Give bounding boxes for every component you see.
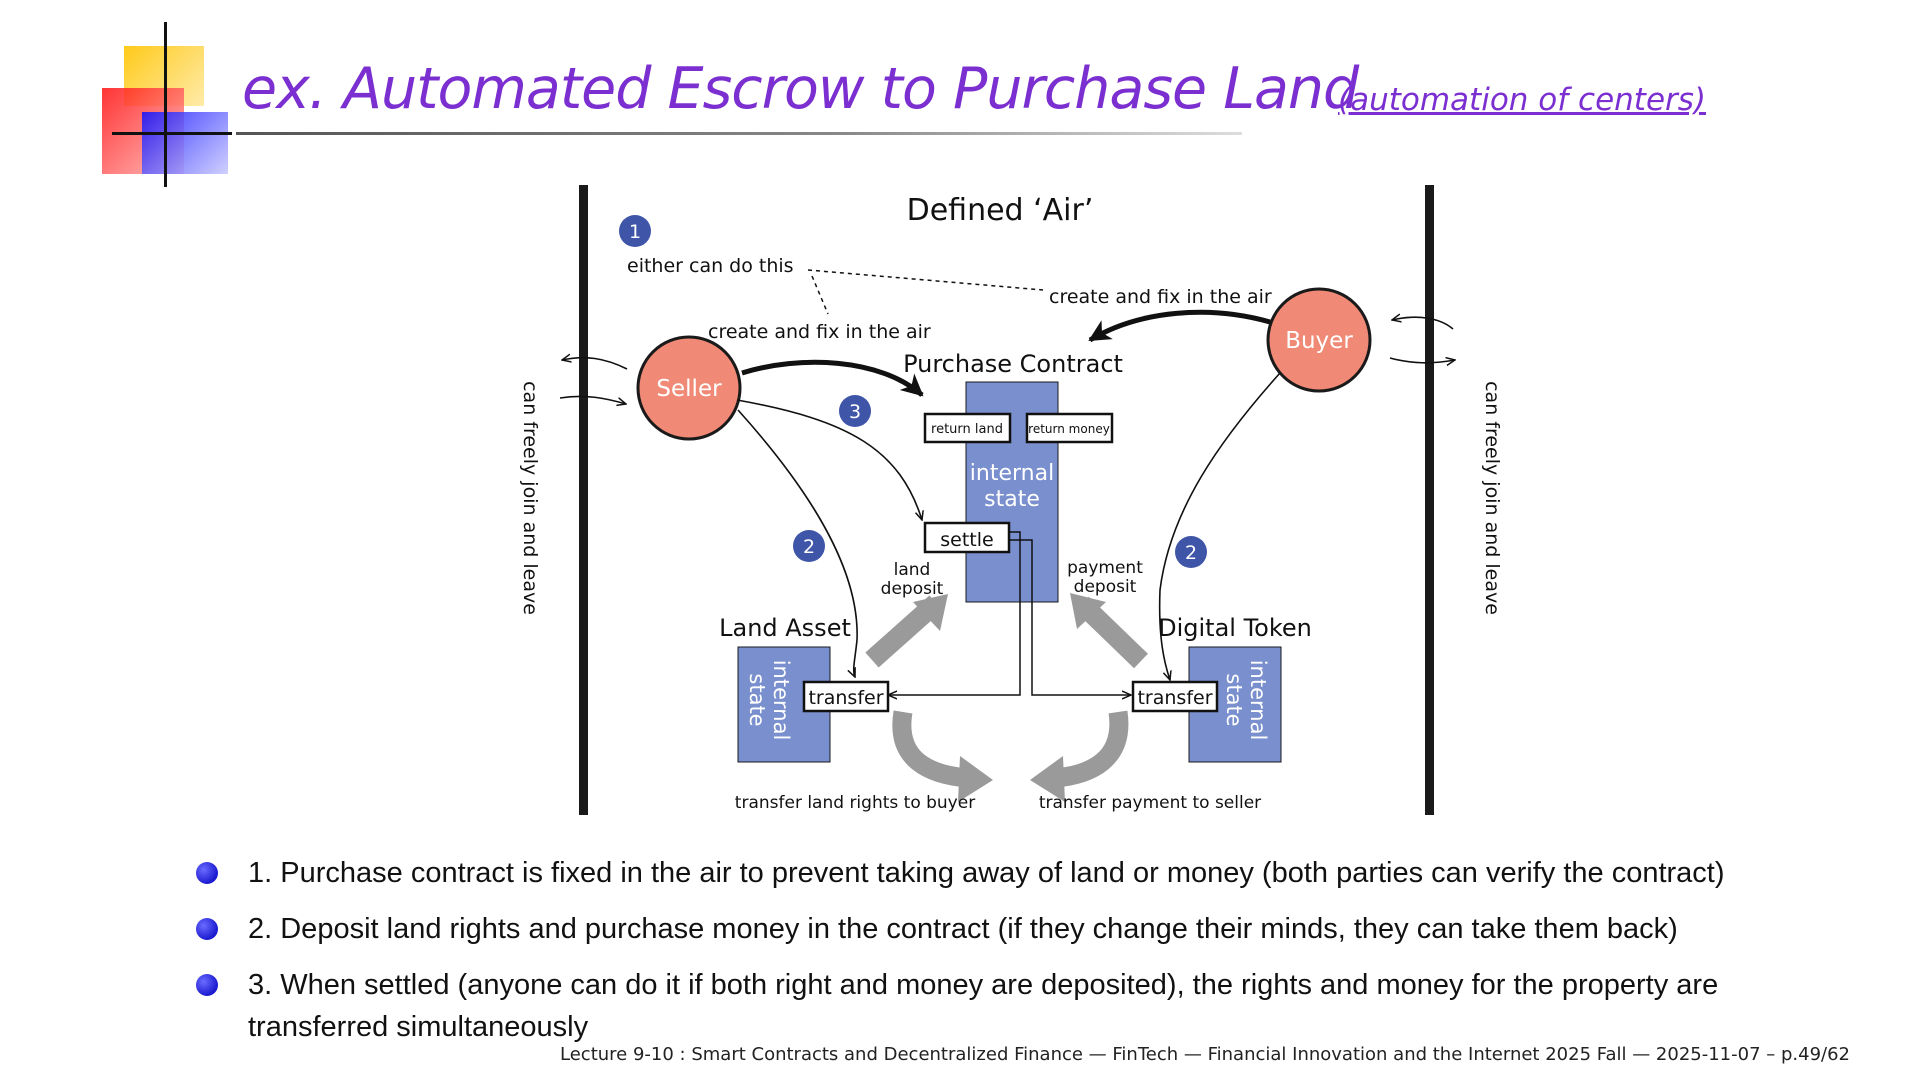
step-2-badge-left	[793, 530, 825, 562]
seller-create-label: create and fix in the air	[708, 321, 931, 343]
left-boundary-bar	[579, 185, 588, 815]
bullet-dot-icon	[196, 918, 218, 940]
token-state-line2: state	[1222, 673, 1246, 726]
logo-vertical-line	[164, 22, 167, 187]
token-state-line1: internal	[1246, 660, 1270, 741]
seller-transfer-arrow	[737, 409, 858, 677]
bullet-item: 1. Purchase contract is fixed in the air…	[190, 852, 1810, 894]
diagram-header: Defined ‘Air’	[907, 193, 1094, 228]
settle-to-transfer-right	[1010, 539, 1131, 695]
transfer-payment-caption: transfer payment to seller	[1039, 793, 1261, 813]
step-3-badge-label: 3	[849, 401, 861, 423]
step-3-badge	[839, 395, 871, 427]
transfer-land-arrowhead	[958, 756, 993, 802]
logo-blue-square	[142, 112, 228, 174]
payment-deposit-arrowhead	[1070, 593, 1106, 629]
slide-footer: Lecture 9-10 : Smart Contracts and Decen…	[560, 1044, 1850, 1065]
step-2-badge-right	[1175, 536, 1207, 568]
settle-to-transfer-left	[888, 531, 1021, 695]
bullet-text: 2. Deposit land rights and purchase mone…	[248, 913, 1678, 945]
buyer-label: Buyer	[1285, 328, 1353, 354]
transfer-right-button	[1131, 680, 1219, 713]
step-1-note: either can do this	[627, 255, 794, 277]
bullet-text: 1. Purchase contract is fixed in the air…	[248, 857, 1725, 889]
return-land-label: return land	[931, 422, 1003, 437]
dotted-connector	[807, 269, 1044, 315]
step-2-badge-left-label: 2	[803, 536, 815, 558]
land-deposit-arrowhead	[913, 594, 948, 631]
left-join-arrow	[559, 395, 626, 404]
bullet-dot-icon	[196, 862, 218, 884]
seller-create-arrow	[741, 359, 924, 397]
title-underline	[236, 132, 1242, 135]
logo-horizontal-line	[112, 132, 232, 135]
land-deposit-line2: deposit	[881, 579, 944, 599]
right-leave-arrow	[1392, 317, 1454, 330]
payment-deposit-line1: payment	[1067, 558, 1143, 578]
bullet-item: 3. When settled (anyone can do it if bot…	[190, 964, 1810, 1048]
contract-state-line1: internal	[970, 461, 1054, 486]
step-1-badge-label: 1	[629, 221, 641, 243]
slide-title: ex. Automated Escrow to Purchase Land	[242, 56, 1359, 122]
right-side-note: can freely join and leave	[1481, 381, 1503, 615]
right-boundary-bar	[1425, 185, 1434, 815]
asset-state-line2: state	[745, 673, 769, 726]
contract-state-line2: state	[984, 487, 1040, 512]
buyer-node	[1266, 287, 1372, 393]
buyer-create-label: create and fix in the air	[1049, 286, 1272, 308]
land-asset-label: Land Asset	[719, 614, 851, 642]
digital-token-label: Digital Token	[1158, 614, 1312, 642]
transfer-right-label: transfer	[1137, 687, 1212, 709]
buyer-create-arrow	[1088, 309, 1271, 343]
bullet-dot-icon	[196, 974, 218, 996]
transfer-land-arrow	[892, 710, 969, 788]
purchase-contract-label: Purchase Contract	[903, 350, 1123, 378]
buyer-transfer-arrow	[1158, 372, 1281, 680]
seller-label: Seller	[656, 376, 722, 402]
return-money-label: return money	[1028, 422, 1110, 436]
payment-deposit-line2: deposit	[1074, 577, 1137, 597]
step-2-badge-right-label: 2	[1185, 542, 1197, 564]
transfer-left-label: transfer	[808, 687, 883, 709]
logo	[98, 22, 238, 192]
seller-settle-arrow	[736, 399, 922, 520]
transfer-payment-arrowhead	[1030, 756, 1065, 802]
seller-node	[636, 335, 742, 441]
slide-subtitle-link[interactable]: (automation of centers)	[1338, 82, 1707, 118]
bullet-text: 3. When settled (anyone can do it if bot…	[248, 969, 1719, 1043]
land-deposit-line1: land	[894, 560, 931, 580]
return-money-button	[1025, 412, 1114, 444]
transfer-payment-arrow	[1054, 710, 1129, 788]
settle-label: settle	[940, 529, 993, 551]
right-join-arrow	[1389, 358, 1455, 363]
escrow-diagram: Defined ‘Air’ 1 either can do this creat…	[519, 185, 1503, 815]
left-side-note: can freely join and leave	[519, 381, 541, 615]
asset-state-line1: internal	[769, 660, 793, 741]
settle-button	[923, 521, 1011, 554]
return-land-button	[923, 412, 1012, 444]
bullet-item: 2. Deposit land rights and purchase mone…	[190, 908, 1810, 950]
step-1-badge	[619, 215, 651, 247]
bullet-list: 1. Purchase contract is fixed in the air…	[190, 852, 1810, 1062]
transfer-land-caption: transfer land rights to buyer	[735, 793, 975, 813]
left-leave-arrow	[562, 358, 628, 370]
